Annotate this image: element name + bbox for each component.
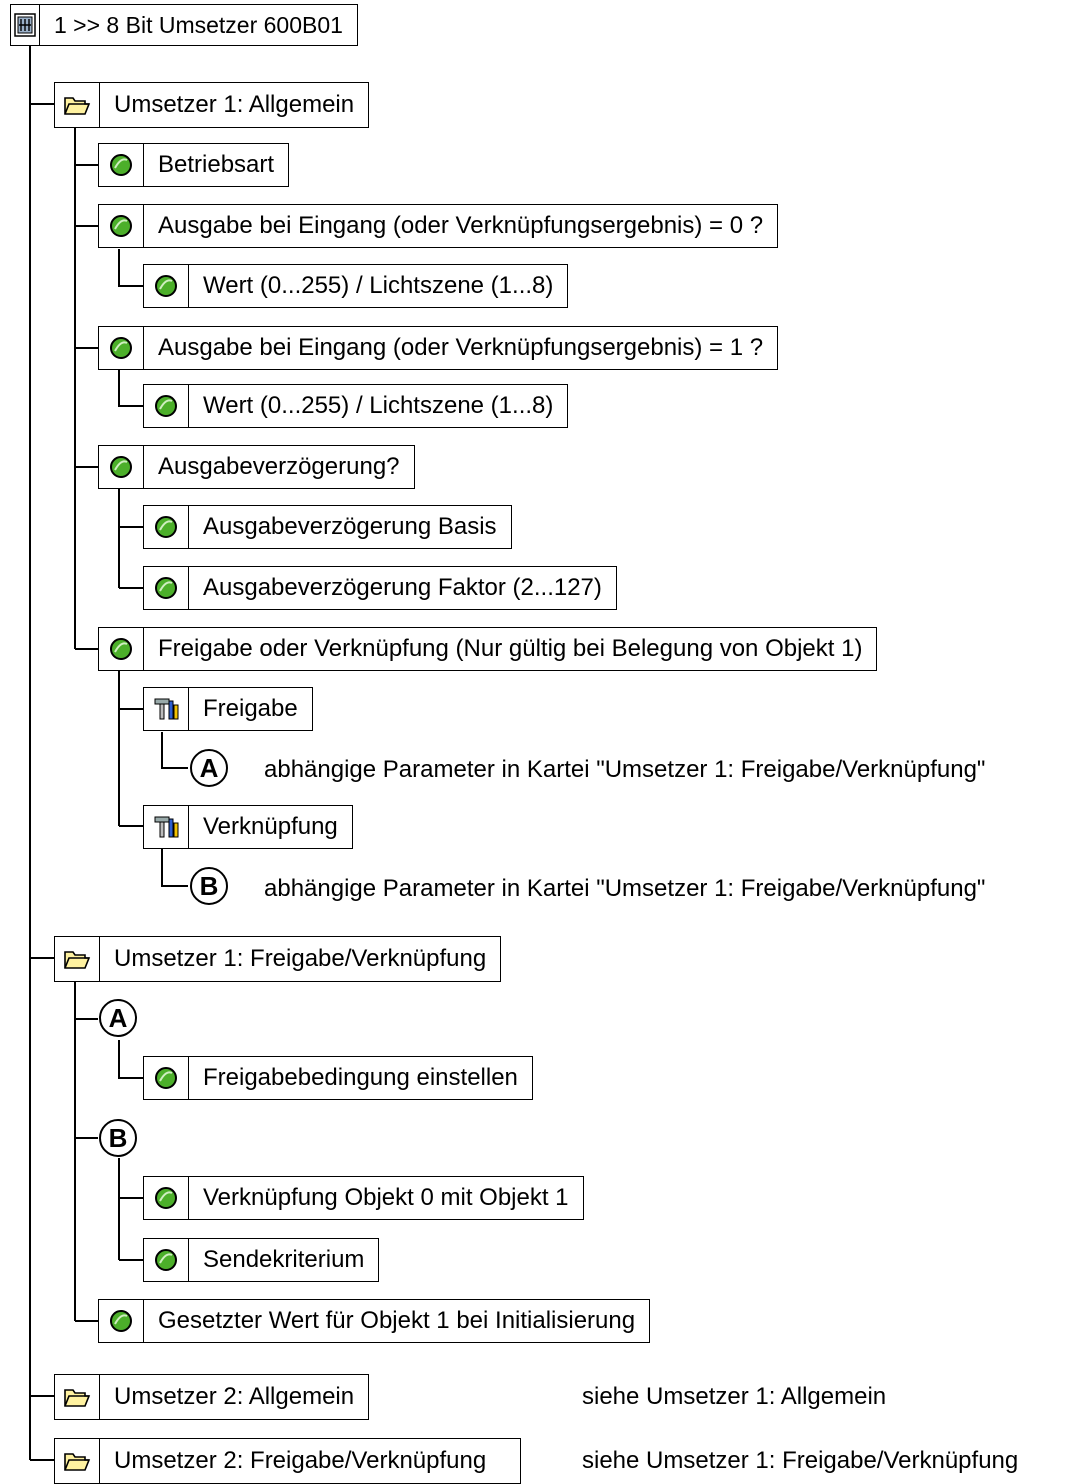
- parameter-icon: [99, 1300, 144, 1342]
- param-wert-0[interactable]: Wert (0...255) / Lichtszene (1...8): [143, 264, 569, 308]
- option-label: Verknüpfung: [203, 813, 338, 840]
- folder-label: Umsetzer 2: Allgemein: [114, 1383, 355, 1410]
- option-freigabe[interactable]: Freigabe: [143, 687, 313, 731]
- folder-label: Umsetzer 2: Freigabe/Verknüpfung: [114, 1447, 487, 1474]
- param-label: Ausgabeverzögerung?: [158, 453, 400, 480]
- parameter-icon: [99, 327, 144, 369]
- param-ausgabeverzoegerung[interactable]: Ausgabeverzögerung?: [98, 445, 415, 489]
- parameter-icon: [99, 144, 144, 186]
- param-freigabebedingung[interactable]: Freigabebedingung einstellen: [143, 1056, 533, 1100]
- param-wert-1[interactable]: Wert (0...255) / Lichtszene (1...8): [143, 384, 569, 428]
- param-label: Ausgabeverzögerung Faktor (2...127): [203, 574, 602, 601]
- parameter-icon: [144, 1057, 189, 1099]
- param-gesetzter-wert[interactable]: Gesetzter Wert für Objekt 1 bei Initiali…: [98, 1299, 651, 1343]
- note-u2-allgemein: siehe Umsetzer 1: Allgemein: [582, 1383, 887, 1410]
- param-label: Gesetzter Wert für Objekt 1 bei Initiali…: [158, 1307, 636, 1334]
- parameter-icon: [144, 385, 189, 427]
- folder-label: Umsetzer 1: Allgemein: [114, 91, 355, 118]
- tools-icon: [144, 806, 189, 848]
- parameter-icon: [99, 205, 144, 247]
- folder-u1-freigabe[interactable]: Umsetzer 1: Freigabe/Verknüpfung: [54, 936, 502, 982]
- param-label: Ausgabeverzögerung Basis: [203, 513, 497, 540]
- folder-u2-freigabe[interactable]: Umsetzer 2: Freigabe/Verknüpfung: [54, 1438, 522, 1484]
- folder-label: Umsetzer 1: Freigabe/Verknüpfung: [114, 945, 487, 972]
- param-label: Ausgabe bei Eingang (oder Verknüpfungser…: [158, 212, 764, 239]
- param-label: Verknüpfung Objekt 0 mit Objekt 1: [203, 1184, 569, 1211]
- parameter-icon: [144, 1239, 189, 1281]
- marker-a-target: A: [99, 999, 137, 1037]
- marker-a: A: [190, 749, 228, 787]
- folder-u2-allgemein[interactable]: Umsetzer 2: Allgemein: [54, 1374, 370, 1420]
- device-icon: [11, 5, 40, 45]
- param-ausgabe-1[interactable]: Ausgabe bei Eingang (oder Verknüpfungser…: [98, 326, 779, 370]
- note-u2-freigabe: siehe Umsetzer 1: Freigabe/Verknüpfung: [582, 1447, 1019, 1474]
- option-label: Freigabe: [203, 695, 298, 722]
- root-node[interactable]: 1 >> 8 Bit Umsetzer 600B01: [10, 4, 358, 46]
- folder-icon: [55, 83, 100, 127]
- marker-b: B: [190, 867, 228, 905]
- root-label: 1 >> 8 Bit Umsetzer 600B01: [54, 11, 343, 38]
- param-label: Wert (0...255) / Lichtszene (1...8): [203, 272, 554, 299]
- param-ausgabe-0[interactable]: Ausgabe bei Eingang (oder Verknüpfungser…: [98, 204, 779, 248]
- folder-icon: [55, 1439, 100, 1483]
- param-label: Freigabe oder Verknüpfung (Nur gültig be…: [158, 635, 863, 662]
- note-b: abhängige Parameter in Kartei "Umsetzer …: [264, 875, 986, 902]
- param-label: Wert (0...255) / Lichtszene (1...8): [203, 392, 554, 419]
- parameter-icon: [144, 265, 189, 307]
- parameter-icon: [144, 1177, 189, 1219]
- parameter-icon: [144, 506, 189, 548]
- option-verknuepfung[interactable]: Verknüpfung: [143, 805, 353, 849]
- folder-u1-allgemein[interactable]: Umsetzer 1: Allgemein: [54, 82, 370, 128]
- param-label: Betriebsart: [158, 151, 275, 178]
- note-a: abhängige Parameter in Kartei "Umsetzer …: [264, 756, 986, 783]
- param-betriebsart[interactable]: Betriebsart: [98, 143, 290, 187]
- param-label: Ausgabe bei Eingang (oder Verknüpfungser…: [158, 334, 764, 361]
- parameter-icon: [144, 567, 189, 609]
- param-label: Freigabebedingung einstellen: [203, 1064, 518, 1091]
- param-sendekriterium[interactable]: Sendekriterium: [143, 1238, 380, 1282]
- marker-b-target: B: [99, 1119, 137, 1157]
- tools-icon: [144, 688, 189, 730]
- folder-icon: [55, 937, 100, 981]
- parameter-icon: [99, 628, 144, 670]
- param-freigabe-oder-verknuepfung[interactable]: Freigabe oder Verknüpfung (Nur gültig be…: [98, 627, 878, 671]
- folder-icon: [55, 1375, 100, 1419]
- param-verknuepfung-objekt[interactable]: Verknüpfung Objekt 0 mit Objekt 1: [143, 1176, 584, 1220]
- parameter-icon: [99, 446, 144, 488]
- param-label: Sendekriterium: [203, 1246, 365, 1273]
- param-verz-basis[interactable]: Ausgabeverzögerung Basis: [143, 505, 512, 549]
- param-verz-faktor[interactable]: Ausgabeverzögerung Faktor (2...127): [143, 566, 617, 610]
